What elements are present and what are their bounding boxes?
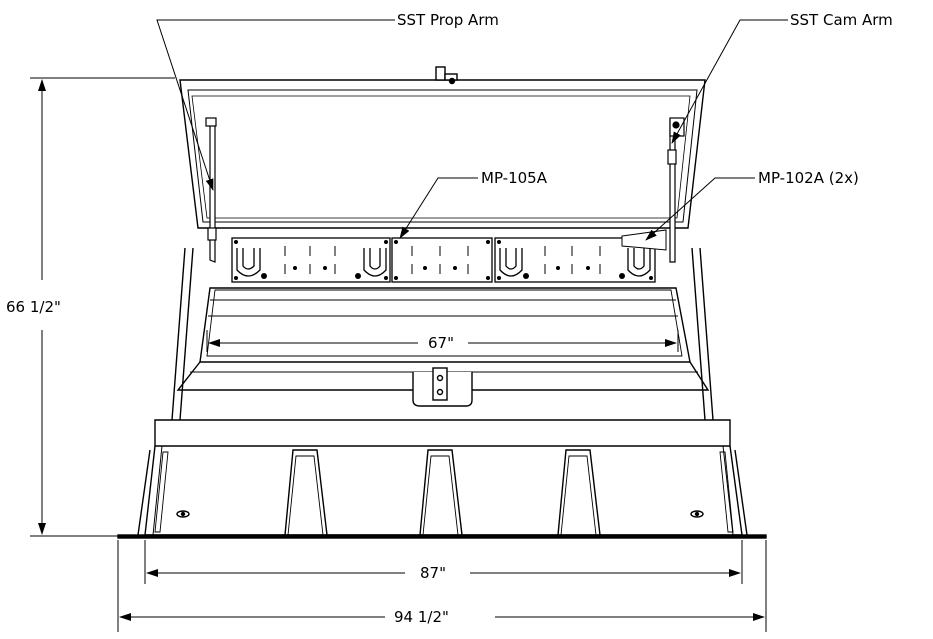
label-mp102a: MP-102A (2x) <box>758 169 859 187</box>
dimension-height: 66 1/2" <box>6 298 61 316</box>
cam-arm <box>667 117 685 263</box>
dimension-inner-width: 67" <box>428 334 454 352</box>
overall-width-dimension <box>117 540 767 632</box>
base-width-dimension <box>144 540 743 584</box>
dimension-overall-width: 94 1/2" <box>394 608 449 626</box>
label-cam-arm: SST Cam Arm <box>790 11 893 29</box>
dimension-base-width: 87" <box>420 564 446 582</box>
prop-arm <box>205 117 217 263</box>
enclosure-body <box>117 247 767 539</box>
mounting-plates <box>231 229 667 283</box>
inner-width-dimension <box>206 330 679 352</box>
open-lid <box>179 66 706 229</box>
height-dimension <box>30 77 175 537</box>
label-mp105a: MP-105A <box>481 169 548 187</box>
callout-leaders <box>156 19 788 241</box>
label-prop-arm: SST Prop Arm <box>397 11 499 29</box>
